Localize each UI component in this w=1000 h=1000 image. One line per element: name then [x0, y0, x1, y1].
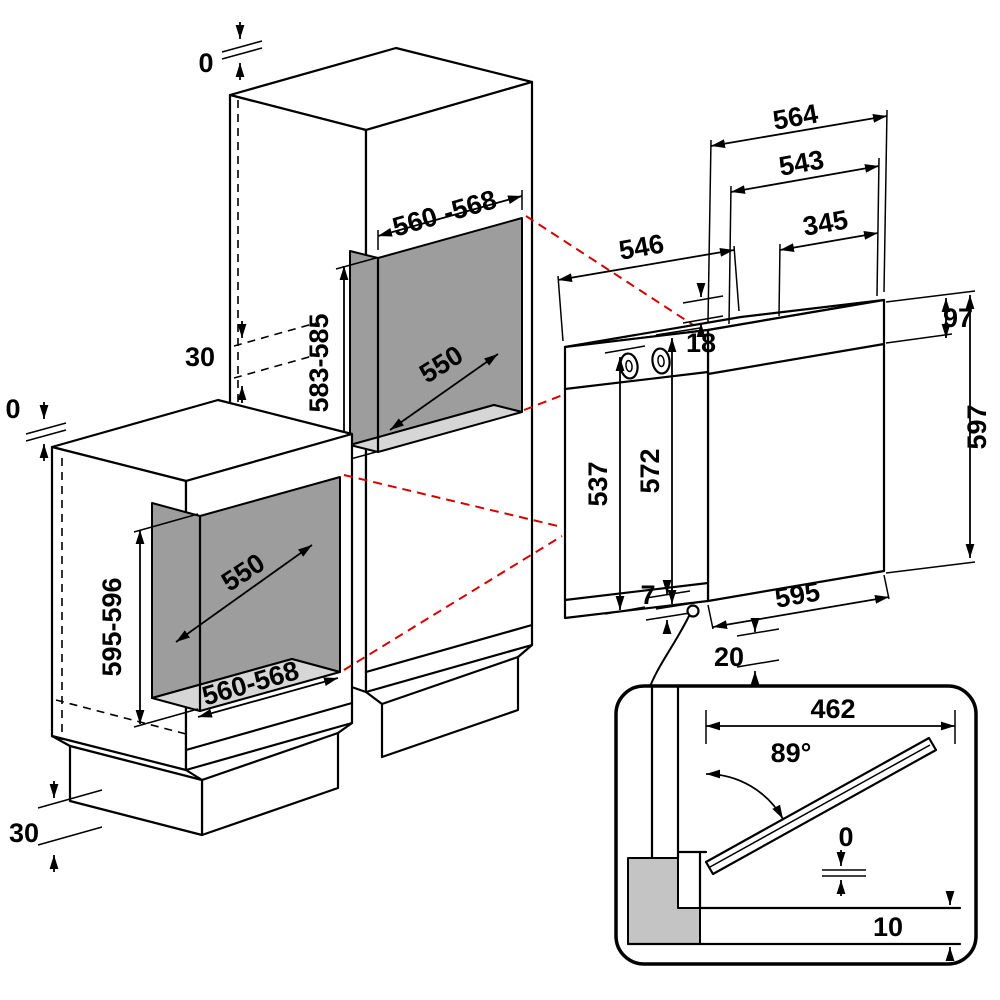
- dim-oven-depth-rear: 345: [801, 204, 851, 241]
- dim-oven-height-front: 572: [635, 448, 665, 493]
- dim-oven-width-front: 595: [773, 576, 823, 613]
- dim-oven-depth-top: 546: [617, 228, 667, 265]
- oven-side-face: [706, 298, 886, 603]
- dim-base-niche-height: 595-596: [97, 577, 127, 676]
- hinge-point-marker: [686, 604, 700, 618]
- dim-oven-depth-max: 564: [771, 98, 821, 135]
- dim-oven-top-edge: 18: [686, 328, 716, 358]
- dim-oven-height-total: 597: [962, 404, 992, 449]
- dim-door-angle: 89°: [771, 738, 812, 768]
- dim-door-flush-gap: 0: [838, 822, 853, 852]
- oven-drawing: 564 543 345 546 18 97 597 537 572 595 7: [557, 98, 992, 693]
- base-cabinet-drawing: 0 550 595-596 560-568 30: [5, 394, 354, 872]
- detail-inset: 462 89° 0 10: [614, 684, 978, 966]
- dim-base-plinth: 30: [9, 818, 39, 848]
- dim-oven-door-gap: 7: [640, 580, 655, 610]
- detail-leader-line: [647, 615, 690, 693]
- dim-oven-height-inner: 537: [583, 461, 613, 506]
- dim-tall-wall-gap: 0: [198, 48, 213, 78]
- dim-base-wall-gap: 0: [5, 394, 20, 424]
- dim-tall-niche-height: 583-585: [304, 313, 334, 412]
- dim-tall-rear-gap: 30: [185, 342, 215, 372]
- dim-door-floor-clearance: 10: [873, 912, 903, 942]
- dim-oven-bottom-clearance: 20: [714, 642, 744, 672]
- tall-cabinet-plinth: [380, 655, 520, 759]
- dim-door-length: 462: [810, 694, 855, 724]
- dim-oven-panel-height: 97: [943, 303, 973, 333]
- base-cabinet-plinth-side: [68, 744, 204, 837]
